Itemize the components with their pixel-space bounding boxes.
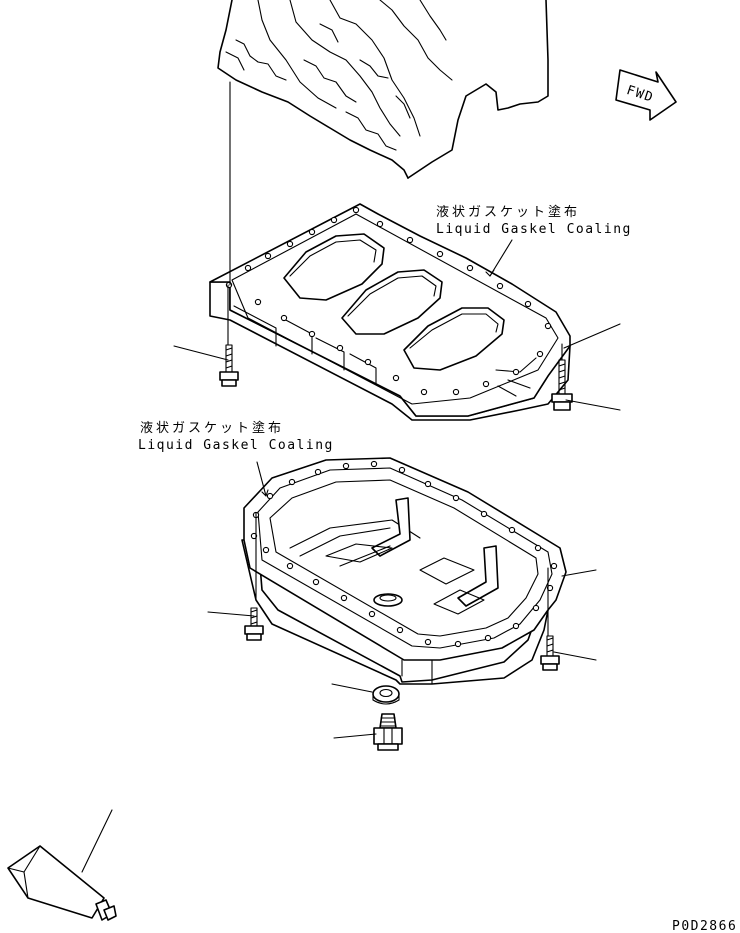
- bolt-lower-right: [540, 635, 560, 671]
- bolt-upper-right: [551, 359, 573, 411]
- lower-gasket-note-en: Liquid Gaskel Coaling: [138, 438, 334, 453]
- drain-plug-washer: [372, 685, 400, 705]
- bolt-upper-left: [219, 344, 239, 387]
- forward-direction-arrow: FWD: [615, 69, 677, 121]
- engine-block: [217, 0, 549, 179]
- leader-lines: [81, 81, 621, 873]
- bolt-lower-left: [244, 607, 264, 641]
- upper-gasket-note-en: Liquid Gaskel Coaling: [436, 222, 632, 237]
- drawing-code: P0D2866: [672, 919, 737, 933]
- drain-plug: [373, 713, 403, 751]
- lower-gasket-note-jp: 液状ガスケット塗布: [140, 420, 284, 436]
- upper-gasket-note-jp: 液状ガスケット塗布: [436, 204, 580, 220]
- fwd-label: FWD: [625, 83, 656, 106]
- liquid-gasket-tube: [7, 845, 117, 921]
- oil-pan-upper: [209, 203, 571, 421]
- oil-pan-lower: [241, 457, 567, 685]
